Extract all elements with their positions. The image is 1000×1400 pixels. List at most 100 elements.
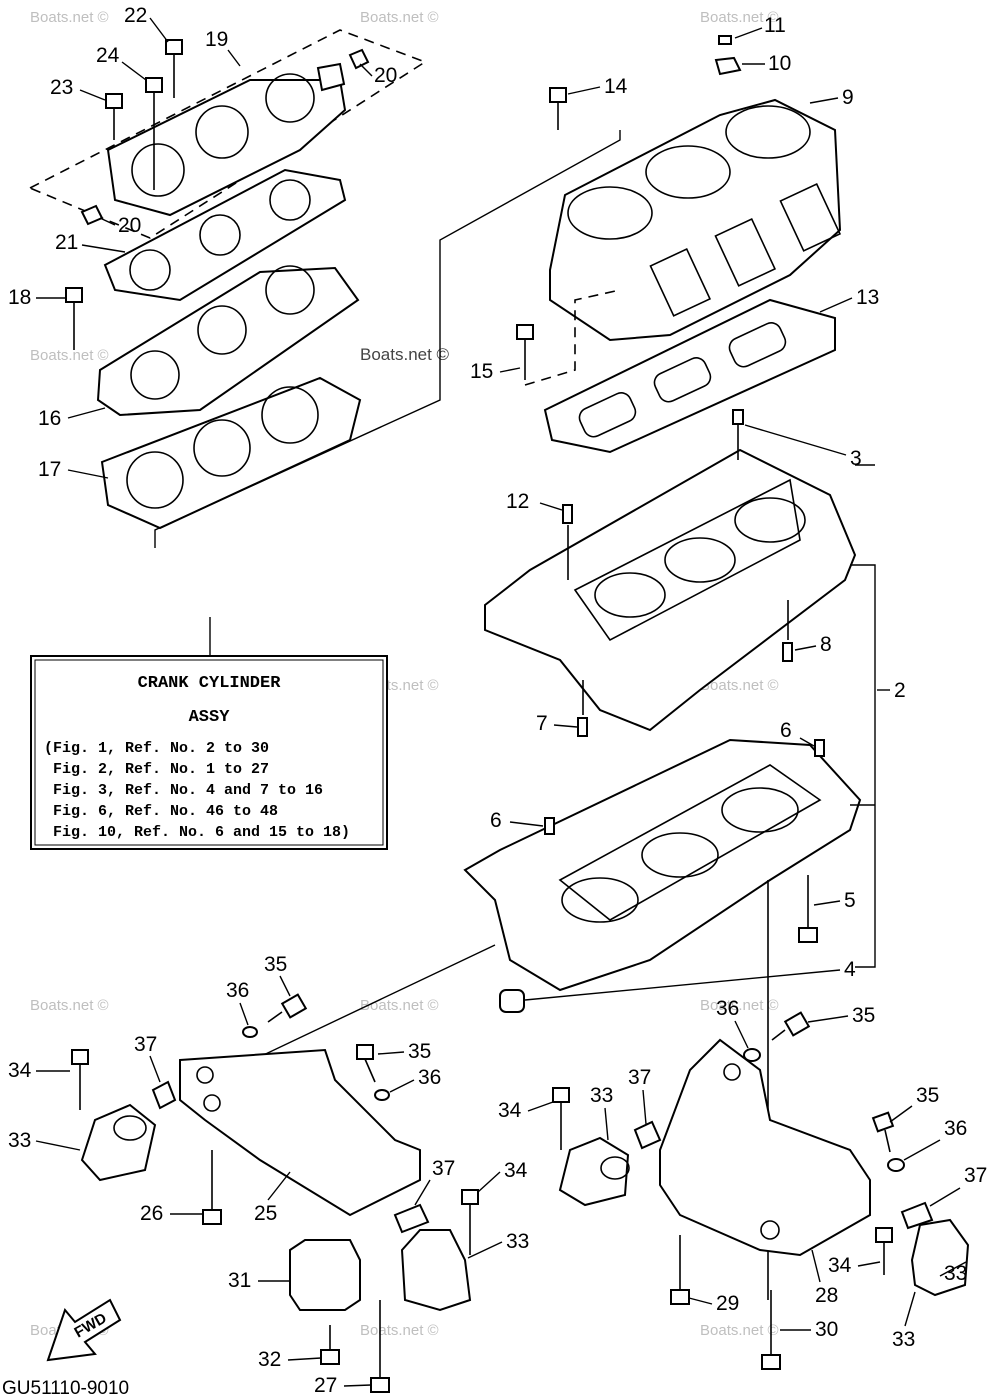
rubber-mount-33 (558, 1136, 630, 1207)
callout-leader (734, 27, 763, 39)
diagram-code: GU51110-9010 (2, 1378, 129, 1399)
callout-label: 27 (314, 1374, 337, 1397)
mount-hole (760, 1220, 780, 1240)
callout-leader (149, 1055, 161, 1083)
watermark-text: Boats.net © (360, 1322, 439, 1339)
callout-leader (414, 1179, 431, 1206)
watermark-text: Boats.net © (700, 997, 779, 1014)
caption-ref-line: Fig. 6, Ref. No. 46 to 48 (44, 803, 278, 820)
callout-label: 33 (892, 1328, 915, 1351)
bolt-30 (761, 1290, 781, 1370)
callout-label: 35 (916, 1084, 939, 1107)
callout-leader (267, 1171, 291, 1201)
watermark-text: Boats.net © (360, 997, 439, 1014)
bolt-15 (516, 324, 534, 380)
exhaust-port (779, 183, 842, 252)
callout-label: 26 (140, 1202, 163, 1225)
callout-leader (811, 1249, 821, 1283)
dowel-6-left (544, 817, 555, 835)
mount-face (113, 1115, 147, 1141)
rubber-mount-31 (289, 1239, 361, 1311)
callout-leader (359, 63, 373, 77)
pin-8 (782, 642, 793, 662)
callout-label: 10 (768, 52, 791, 75)
caption-title-line2: ASSY (189, 708, 231, 727)
screw-11 (718, 35, 732, 45)
combustion-chamber (130, 350, 180, 400)
engine-mount-bracket-25 (179, 1048, 421, 1217)
callout-leader (99, 217, 116, 226)
rubber-mount-33 (400, 1229, 472, 1312)
clip-37 (633, 1120, 662, 1150)
mount-hole (203, 1094, 221, 1112)
callout-leader (799, 737, 815, 747)
bolt-27 (370, 1300, 390, 1393)
bracket-10 (714, 56, 742, 76)
callout-label: 22 (124, 4, 147, 27)
head-gasket-upper (103, 168, 347, 302)
crankcase-flange (558, 764, 822, 921)
callout-leader (389, 1079, 415, 1093)
callout-label: 19 (205, 28, 228, 51)
callout-leader (287, 1357, 322, 1361)
callout-label: 34 (828, 1254, 852, 1277)
forward-arrow-icon (46, 1298, 122, 1362)
cylinder-block (549, 98, 842, 342)
watermark-text: Boats.net © (360, 9, 439, 26)
callout-leader (929, 1187, 961, 1207)
caption-inner-frame (34, 659, 384, 846)
callout-leader (81, 244, 126, 253)
caption-title-line1: CRANK CYLINDER (138, 674, 282, 693)
rubber-mount-33 (910, 1218, 970, 1297)
gasket-bore (261, 386, 319, 444)
callout-leader (377, 1051, 405, 1055)
head-cover-dashed-outline (28, 29, 427, 239)
callout-label: 30 (815, 1318, 838, 1341)
bolt-35 (871, 1111, 895, 1153)
callout-label: 13 (856, 286, 879, 309)
callout-leader (794, 645, 817, 651)
callout-leader (527, 1101, 554, 1112)
main-bearing-seat (641, 832, 719, 878)
callout-leader (604, 1107, 609, 1141)
caption-box: CRANK CYLINDER ASSY (Fig. 1, Ref. No. 2 … (30, 617, 388, 850)
callout-leader (553, 724, 578, 728)
callout-label: 9 (842, 86, 854, 109)
callout-leader (343, 1384, 372, 1387)
caption-ref-line: (Fig. 1, Ref. No. 2 to 30 (44, 740, 269, 757)
plug-20-lower (80, 204, 104, 226)
bolt-22 (165, 39, 183, 98)
cylinder-bore (645, 145, 731, 199)
gasket-opening (578, 392, 637, 438)
callout-label: 16 (38, 407, 61, 430)
callout-label: 23 (50, 76, 73, 99)
washer-36 (374, 1089, 390, 1101)
cylinder-head-group (28, 29, 621, 548)
crank-journal (664, 537, 736, 583)
cylinder-base-gasket (543, 298, 836, 454)
bolt-26 (202, 1150, 222, 1225)
bolt-34 (552, 1087, 570, 1150)
callout-label: 33 (506, 1230, 529, 1253)
dowel-12 (562, 504, 573, 524)
clip-37 (151, 1080, 177, 1110)
callout-leader (524, 969, 841, 1001)
callout-label: 37 (134, 1033, 157, 1056)
bracket-group-2 (850, 564, 876, 968)
watermark-text: Boats.net © (700, 9, 779, 26)
crankcase-lower-half (463, 738, 862, 992)
callout-label: 34 (498, 1099, 522, 1122)
gasket-hole (269, 179, 311, 221)
group-bracket (154, 130, 621, 548)
callout-leader (149, 17, 169, 43)
cylinder-head-gasket (100, 376, 362, 530)
callout-leader (509, 821, 544, 827)
callout-label: 12 (506, 490, 529, 513)
dowel-6-right (814, 739, 825, 757)
cylinder-block-group (516, 35, 842, 454)
callout-label: 36 (944, 1117, 967, 1140)
mount-hole (196, 1066, 214, 1084)
clip-37 (900, 1201, 934, 1230)
cylinder-head-cover (106, 79, 347, 217)
